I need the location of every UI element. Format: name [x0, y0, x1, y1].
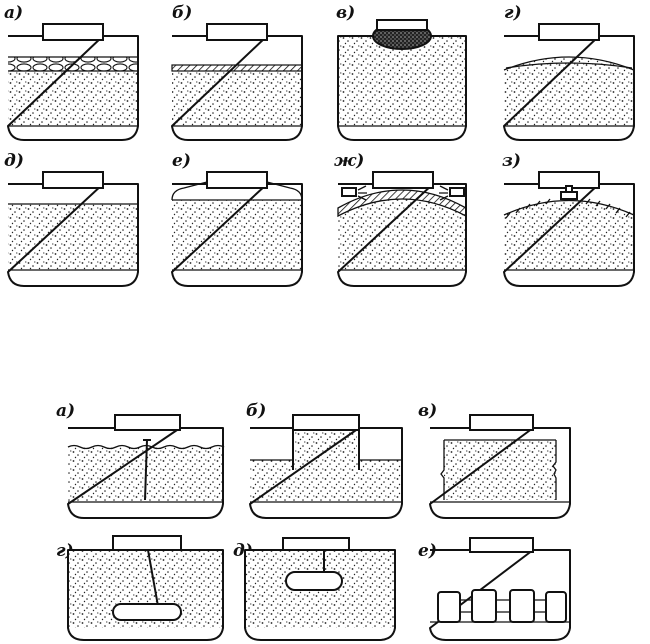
top-panel-b-lid [206, 23, 268, 41]
top-panel-a-lid [42, 23, 104, 41]
top-panel-zh-right-valve [449, 187, 465, 197]
top-panel-e-label: е) [172, 151, 191, 171]
bottom-panel-d-lid [282, 537, 350, 551]
top-panel-a-label: а) [4, 3, 23, 23]
top-panel-e-lid [206, 171, 268, 189]
top-panel-a: а) [4, 3, 139, 141]
top-panel-b: б) [171, 3, 303, 141]
top-panel-d-label: д) [4, 151, 24, 171]
bottom-panel-g-lid [112, 535, 182, 551]
bottom-panel-e-block-2 [471, 589, 497, 623]
top-panel-g-label: г) [504, 3, 522, 23]
bottom-panel-a-lid [114, 414, 181, 431]
bottom-panel-g-cavity [112, 603, 182, 621]
top-panel-z-block [560, 191, 578, 200]
top-panel-zh: ж) [334, 151, 467, 287]
top-panel-b-label: б) [172, 3, 192, 23]
bottom-panel-e-block-4 [545, 591, 567, 623]
bottom-panel-b: б) [246, 401, 403, 519]
bottom-panel-b-lid [292, 414, 360, 431]
bottom-panel-e: е) [418, 537, 571, 641]
top-panel-v: в) [336, 3, 467, 141]
top-panel-v-lid [376, 19, 428, 31]
bottom-panel-a-label: а) [56, 401, 75, 421]
top-panel-e: е) [171, 151, 303, 287]
bottom-panel-d: д) [233, 537, 396, 641]
top-panel-v-label: в) [336, 3, 355, 23]
bottom-panel-b-label: б) [246, 401, 266, 421]
top-panel-g-lid [538, 23, 600, 41]
top-panel-d: д) [4, 151, 139, 287]
bottom-panel-e-label: е) [418, 541, 437, 561]
top-panel-zh-lid [372, 171, 434, 189]
bottom-panel-e-block-3 [509, 589, 535, 623]
bottom-panel-e-lid [469, 537, 534, 553]
top-panel-z: з) [502, 151, 635, 287]
bottom-panel-v-lid [469, 414, 534, 431]
bottom-panel-v: в) [418, 401, 571, 519]
top-panel-z-label: з) [502, 151, 521, 171]
bottom-panel-d-cavity [285, 571, 343, 591]
bottom-panel-g: г) [56, 535, 224, 641]
top-panel-zh-left-valve [341, 187, 357, 197]
top-panel-g: г) [503, 3, 635, 141]
top-panel-zh-label: ж) [334, 151, 364, 171]
bottom-panel-e-block-1 [437, 591, 461, 623]
bottom-panel-a: а) [56, 401, 225, 519]
bottom-panel-v-label: в) [418, 401, 437, 421]
top-panel-d-lid [42, 171, 104, 189]
